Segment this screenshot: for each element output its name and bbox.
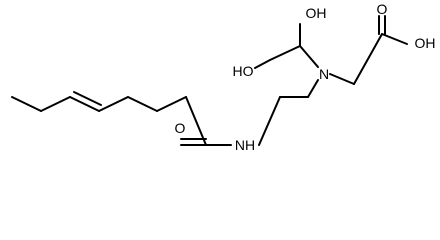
bond-c2-c3 — [40, 96, 71, 112]
bond-c3-c4-double-inner — [73, 91, 102, 106]
bond-c3-c4-double — [69, 96, 100, 112]
bond-ch2-oh — [254, 59, 271, 69]
bond-n-ch2 — [329, 73, 355, 85]
bond-ch2-cooh — [353, 33, 383, 85]
bond-c4-c5 — [98, 96, 129, 112]
bond-c6-c7 — [156, 96, 187, 112]
atom-label-oh-acid: OH — [415, 35, 436, 51]
bond-c5-c6 — [127, 96, 158, 112]
bond-n-ch — [299, 45, 319, 68]
atom-label-oh-left: HO — [233, 63, 254, 79]
bond-c7-carbonyl — [185, 96, 207, 146]
atom-labels: OH HO O OH N O NH — [175, 1, 436, 153]
bonds — [11, 15, 408, 146]
bond-nh-c — [258, 96, 281, 146]
bond-ch-ch2 — [269, 45, 301, 61]
bond-c1-c2 — [11, 96, 42, 112]
atom-label-o-acid: O — [377, 1, 388, 17]
chemical-structure: OH HO O OH N O NH — [11, 1, 436, 153]
atom-label-oh-top: OH — [306, 5, 327, 21]
bond-c-n — [307, 79, 319, 98]
atom-label-n: N — [319, 66, 329, 82]
atom-label-o-carbonyl: O — [175, 120, 186, 136]
bond-cooh-oh — [381, 33, 408, 45]
atom-label-nh: NH — [235, 137, 255, 153]
